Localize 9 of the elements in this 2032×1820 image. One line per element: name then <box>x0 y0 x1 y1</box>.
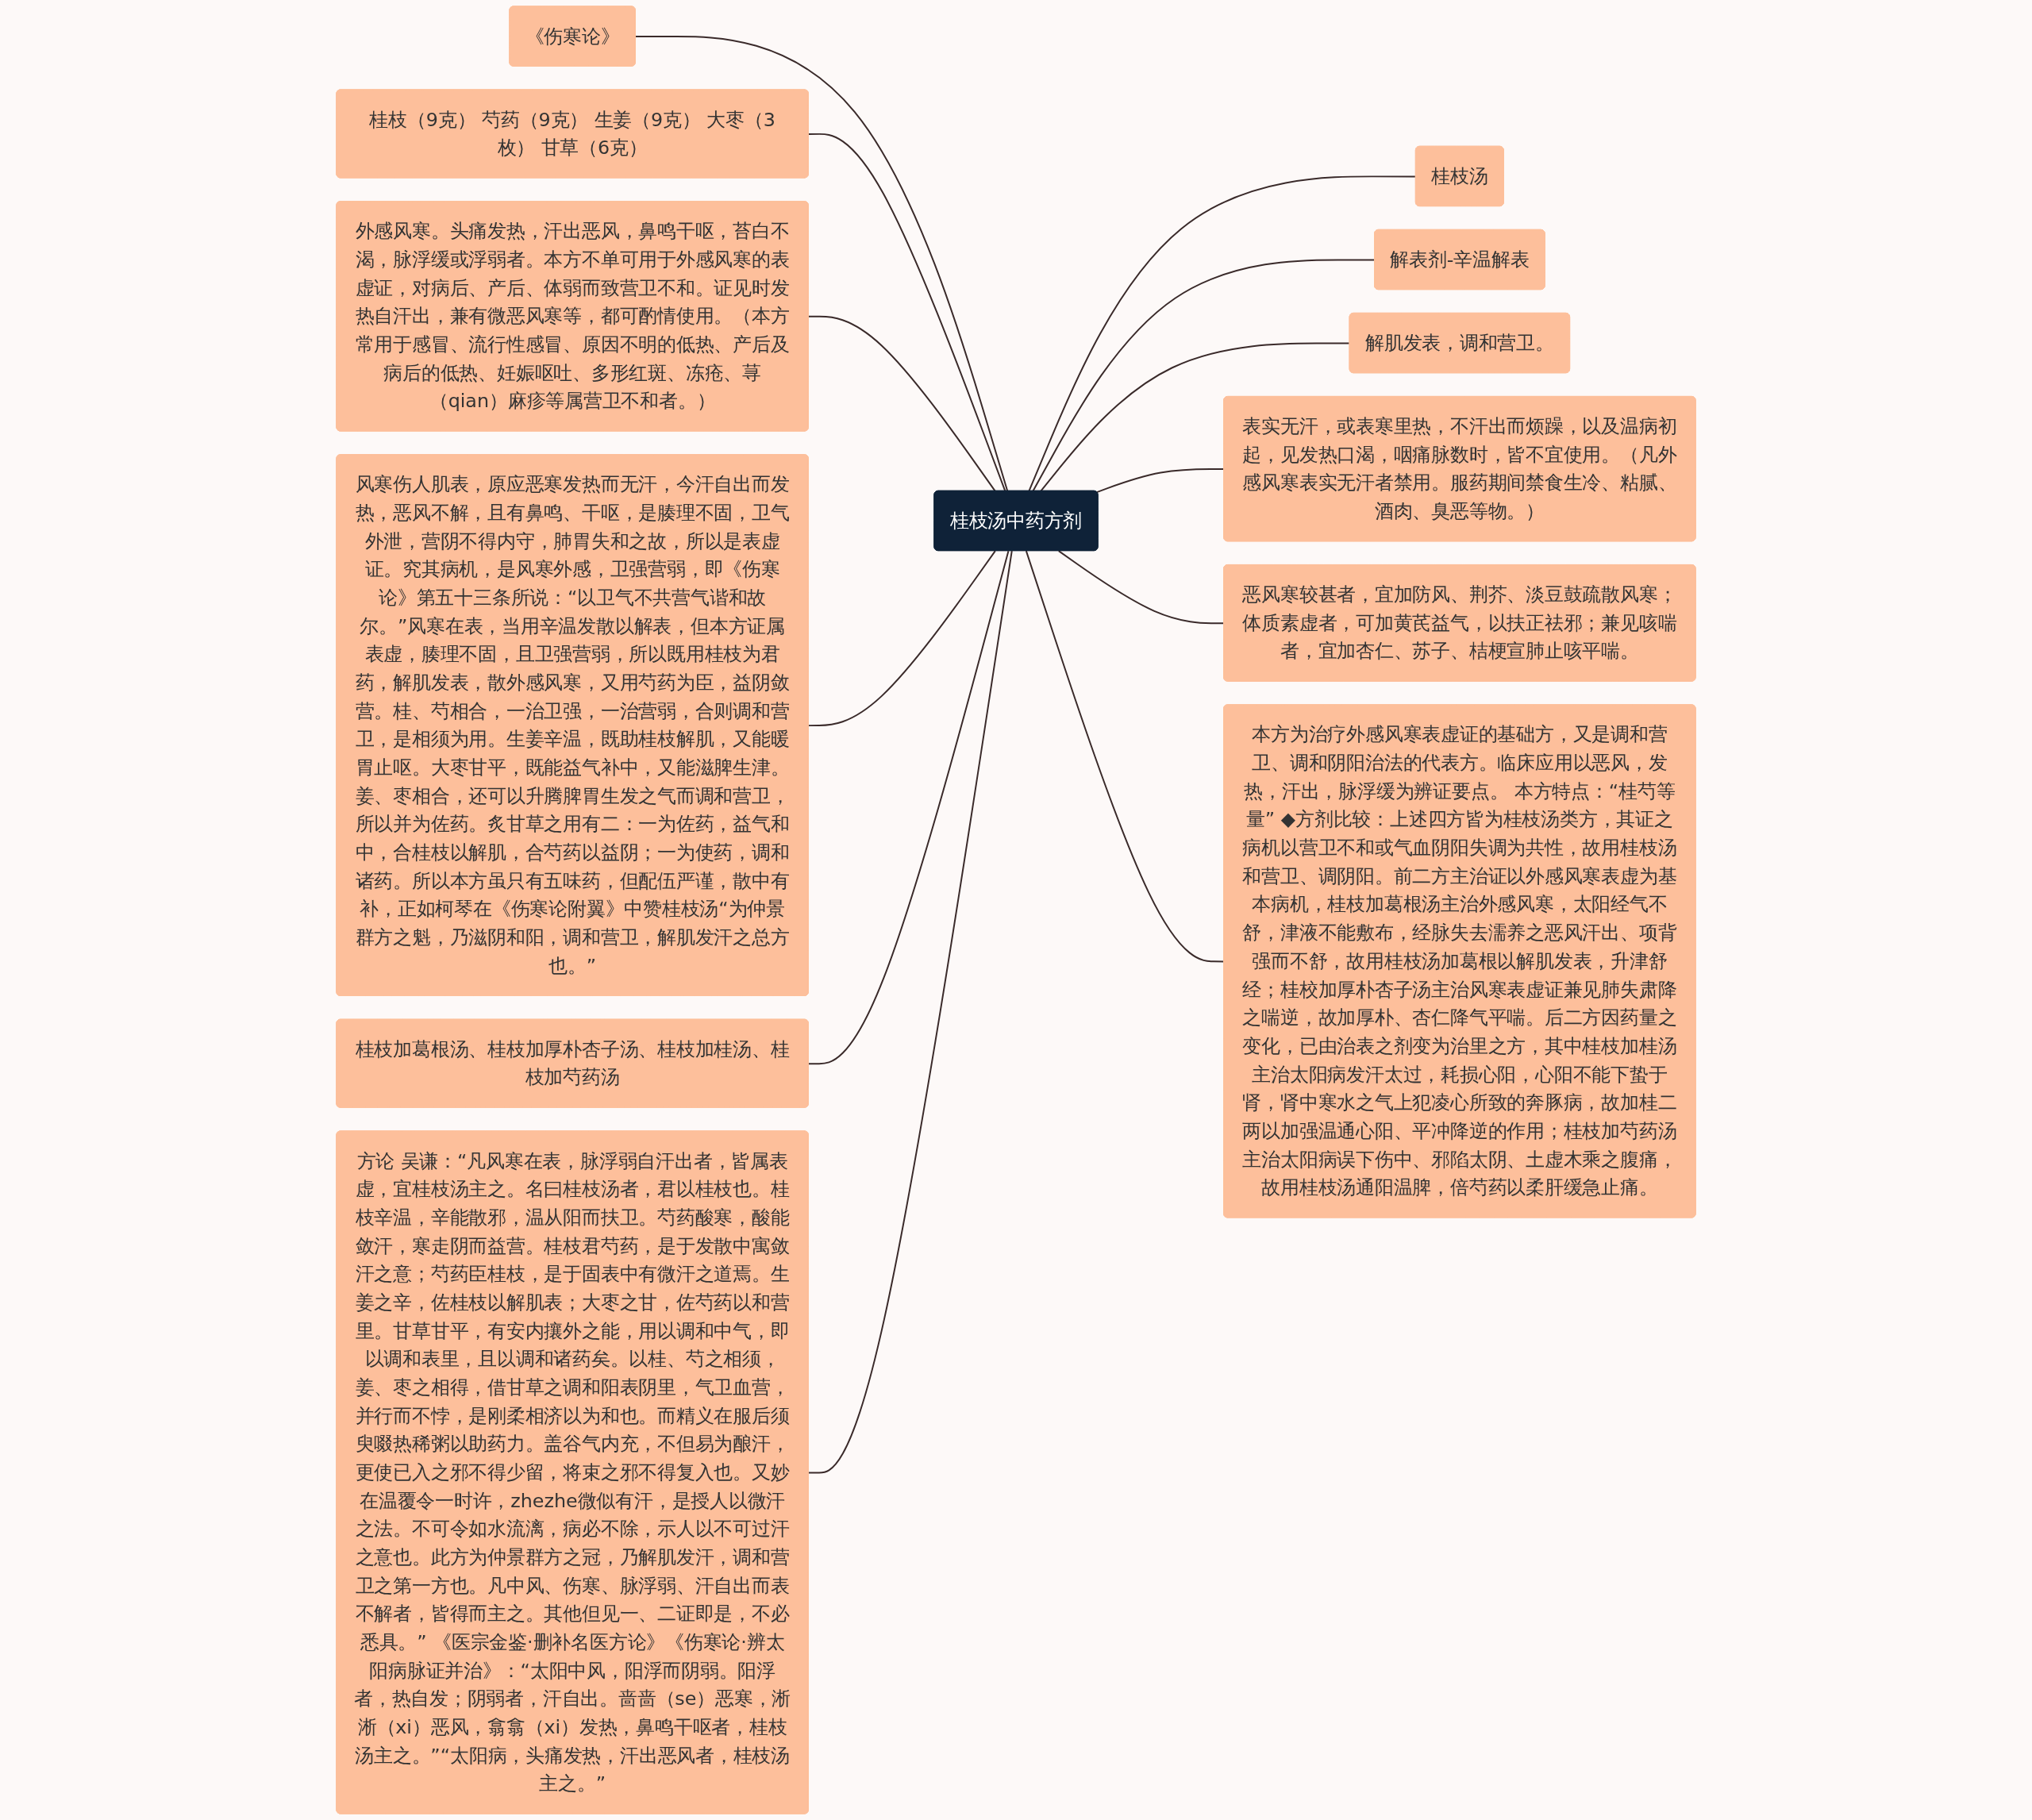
connector <box>1028 175 1417 492</box>
connector <box>634 36 1009 492</box>
connector <box>807 550 1013 1474</box>
connector <box>1032 259 1376 492</box>
connector <box>1040 342 1351 492</box>
connector <box>807 550 996 727</box>
connector <box>807 315 996 492</box>
connector <box>807 550 1010 1065</box>
connector <box>807 133 1006 492</box>
